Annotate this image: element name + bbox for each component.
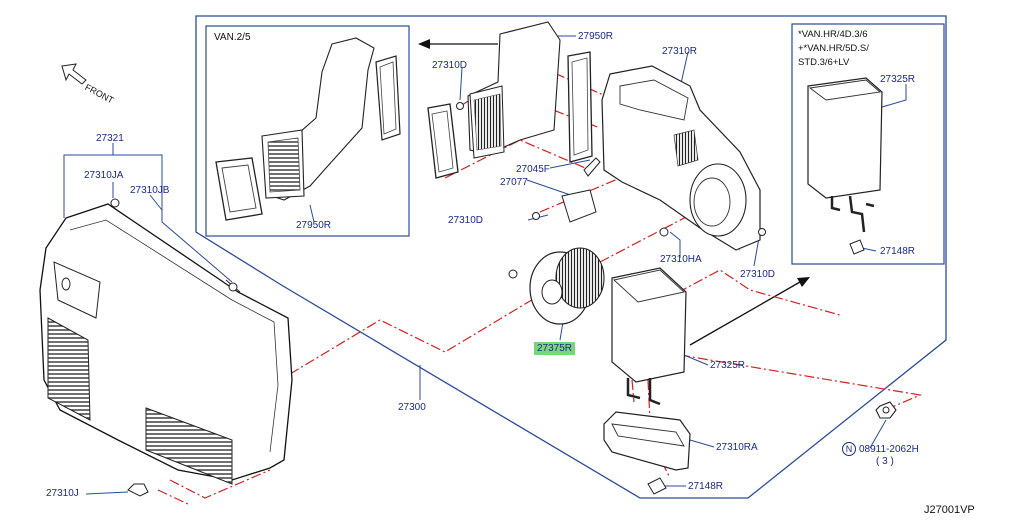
label-27321: 27321 xyxy=(96,133,124,144)
n-symbol-icon: N xyxy=(842,442,856,456)
heater-core-27325R xyxy=(611,267,687,406)
side-trim-panel xyxy=(39,198,293,497)
label-27077: 27077 xyxy=(500,177,528,188)
arrow-to-left-inset xyxy=(418,39,498,49)
inset-right-note-2: +*VAN.HR/5D.S/ xyxy=(798,43,869,54)
inset-left-title: VAN.2/5 xyxy=(214,32,251,43)
label-27310HA: 27310HA xyxy=(660,254,702,265)
label-08911-qty: ( 3 ) xyxy=(876,456,894,467)
inset-right-note-1: *VAN.HR/4D.3/6 xyxy=(798,29,868,40)
label-27310D-top: 27310D xyxy=(432,60,468,71)
assembly-boundary xyxy=(195,15,947,499)
label-27310RA: 27310RA xyxy=(716,442,758,453)
label-27325R: 27325R xyxy=(710,360,746,371)
label-27310JA: 27310JA xyxy=(84,170,124,181)
diagram-code: J27001VP xyxy=(924,504,975,516)
core-case-27310RA xyxy=(603,411,691,471)
label-27310JB: 27310JB xyxy=(130,185,170,196)
label-27310D-right: 27310D xyxy=(740,269,776,280)
label-27950R: 27950R xyxy=(578,31,614,42)
blower-motor-27375R xyxy=(508,247,605,325)
inset-right-note-3: STD.3/6+LV xyxy=(798,57,850,68)
inset-right-part-a-label: 27325R xyxy=(880,74,916,85)
label-08911-part: 08911-2062H xyxy=(859,444,919,455)
inset-duct-part xyxy=(215,37,401,221)
arrow-to-right-inset xyxy=(689,277,810,346)
label-27375R: 27375R xyxy=(534,342,576,355)
heater-housing-27310R xyxy=(456,65,766,251)
inset-heater-core xyxy=(807,77,883,255)
label-27300: 27300 xyxy=(398,402,426,413)
inset-left-part-label: 27950R xyxy=(296,220,332,231)
label-27148R: 27148R xyxy=(688,481,724,492)
label-27310D-mid: 27310D xyxy=(448,215,484,226)
label-27310R: 27310R xyxy=(662,46,698,57)
inset-right-part-b-label: 27148R xyxy=(880,246,916,257)
nut-08911-2062H xyxy=(875,401,897,419)
label-27310J: 27310J xyxy=(46,488,79,499)
duct-27950R xyxy=(427,21,593,179)
front-arrow-icon xyxy=(61,63,87,85)
leader-lines xyxy=(63,35,907,495)
bracket-27148R xyxy=(647,477,667,495)
label-27045F: 27045F xyxy=(516,164,550,175)
